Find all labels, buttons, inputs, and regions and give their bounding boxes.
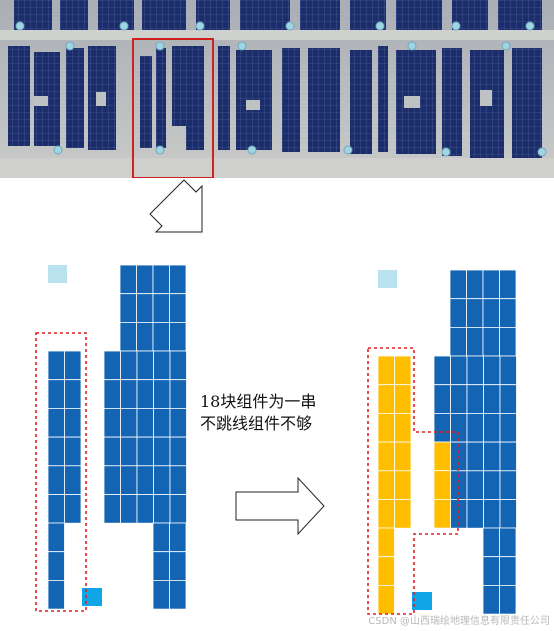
panel-cell [466, 499, 484, 529]
highlighted-panel-cell [433, 470, 451, 500]
panel-cell [449, 298, 467, 328]
dashed-string-outline [35, 332, 87, 612]
panel-cell [449, 326, 467, 357]
panel-cell [499, 384, 517, 414]
panel-cell [450, 384, 468, 414]
panel-cell [483, 355, 501, 386]
caption-line-1: 18块组件为一串 [200, 392, 317, 411]
panel-cell [499, 326, 517, 357]
panel-cell [499, 556, 517, 586]
panel-cell [64, 494, 82, 524]
highlighted-panel-cell [377, 384, 395, 414]
highlighted-panel-cell [377, 470, 395, 500]
panel-cell [499, 412, 517, 443]
highlighted-panel-cell [433, 441, 451, 472]
highlighted-panel-cell [377, 585, 395, 615]
panel-cell [47, 580, 65, 610]
highlighted-panel-cell [377, 355, 395, 386]
panel-cell [499, 470, 517, 500]
highlighted-panel-cell [377, 441, 395, 472]
caption: 18块组件为一串 不跳线组件不够 [200, 392, 360, 434]
highlighted-panel-cell [394, 384, 412, 414]
junction-box-small [378, 270, 397, 288]
panel-cell [169, 580, 187, 610]
panel-cell [482, 585, 500, 615]
panel-cell [499, 298, 517, 328]
panel-cell [483, 470, 501, 500]
highlighted-panel-cell [394, 499, 412, 529]
highlighted-panel-cell [394, 355, 412, 386]
highlighted-panel-cell [394, 412, 412, 443]
panel-cell [499, 355, 517, 386]
panel-cell [449, 269, 467, 300]
panel-cell [483, 412, 501, 443]
panel-cell [499, 585, 517, 615]
panel-cell [466, 326, 484, 357]
panel-cell [466, 269, 484, 300]
panel-cell [499, 527, 517, 558]
photo-highlight-frame [132, 38, 214, 178]
highlighted-panel-cell [377, 527, 395, 558]
junction-box-bright [82, 588, 102, 606]
highlighted-panel-cell [377, 412, 395, 443]
panel-cell [466, 412, 484, 443]
junction-box-bright [412, 592, 432, 610]
panel-cell [466, 384, 484, 414]
highlighted-panel-cell [377, 499, 395, 529]
highlighted-panel-cell [394, 470, 412, 500]
highlighted-panel-cell [433, 498, 451, 529]
panel-cell [483, 384, 501, 414]
panel-cell [499, 269, 517, 300]
panel-cell [482, 298, 500, 328]
panel-cell [499, 499, 517, 529]
rooftop-solar-photo [0, 0, 554, 178]
panel-cell [482, 527, 500, 558]
panel-cell [433, 384, 451, 414]
panel-cell [433, 412, 451, 443]
panel-cell [483, 441, 501, 472]
junction-box-small [48, 265, 67, 283]
panel-cell [450, 355, 468, 386]
watermark: CSDN @山西瑞绘地理信息有限责任公司 [368, 616, 550, 627]
panel-cell [483, 499, 501, 529]
panel-cell [433, 355, 451, 386]
dashed-string-outline [367, 347, 459, 615]
panel-cell [482, 556, 500, 586]
panel-cell [466, 355, 484, 386]
panel-cell [450, 412, 468, 443]
panel-cell [466, 470, 484, 500]
panel-cell [466, 441, 484, 472]
caption-line-2: 不跳线组件不够 [200, 414, 313, 433]
panel-cell [482, 269, 500, 300]
highlighted-panel-cell [377, 556, 395, 586]
panel-cell [466, 298, 484, 328]
panel-cell [499, 441, 517, 472]
panel-cell [482, 326, 500, 357]
highlighted-panel-cell [394, 441, 412, 472]
